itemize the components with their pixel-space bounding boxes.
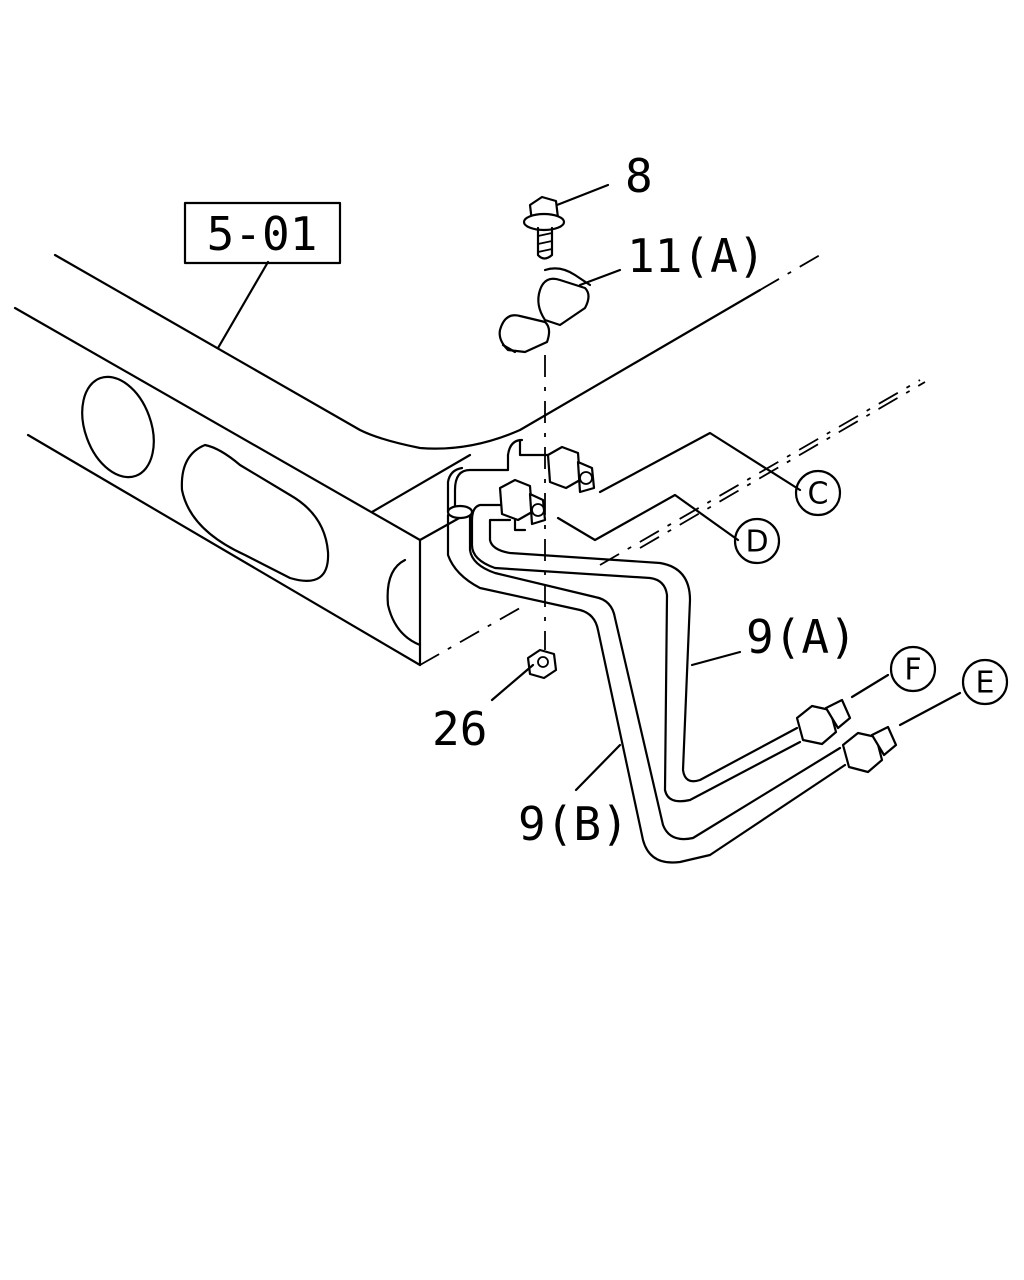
fitting-e (841, 725, 898, 774)
part-8-label: 8 (625, 149, 653, 203)
nut-26 (526, 648, 558, 680)
fitting-f (795, 698, 852, 746)
bolt-8 (522, 195, 566, 260)
fitting-c (546, 445, 596, 494)
fitting-d (498, 478, 547, 532)
leaders (216, 183, 962, 792)
connector-c: C (794, 469, 842, 517)
connector-f: F (889, 645, 937, 693)
part-11a-label: 11(A) (627, 229, 765, 283)
part-26-label: 26 (432, 702, 487, 756)
connector-e: E (961, 658, 1009, 706)
connector-c-label: C (808, 477, 829, 512)
pipe-9b (446, 466, 847, 864)
connector-e-label: E (976, 666, 995, 701)
connector-f-label: F (904, 653, 921, 688)
connector-d: D (733, 517, 781, 565)
ref-box-label: 5-01 (207, 207, 318, 261)
part-9b-label: 9(B) (518, 797, 629, 851)
connector-d-label: D (745, 525, 768, 560)
ref-box-frame (183, 201, 342, 265)
part-9a-label: 9(A) (746, 610, 857, 664)
clip-11a (498, 267, 592, 354)
frame-rail (13, 253, 926, 667)
